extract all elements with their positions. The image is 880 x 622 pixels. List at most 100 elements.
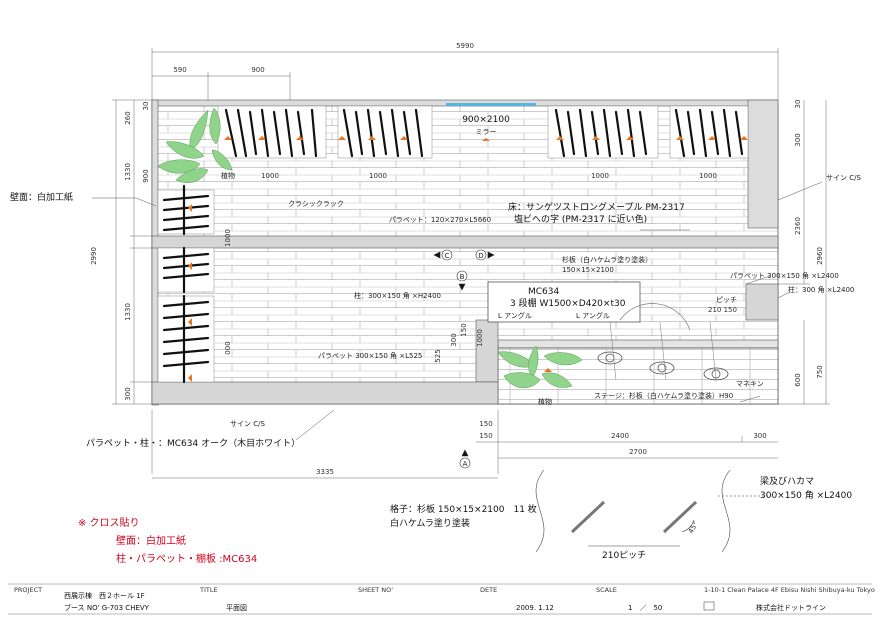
left-wall xyxy=(151,99,159,406)
pitch-label: ピッチ xyxy=(716,296,737,304)
tb-scale-label: SCALE xyxy=(596,586,617,594)
dim-300-right: 300 xyxy=(794,133,802,146)
mirror-size-label: 900×2100 xyxy=(462,115,510,125)
dim-900: 900 xyxy=(251,66,264,74)
column-right xyxy=(745,283,779,321)
notes-column: 柱・パラペット・棚板 :MC634 xyxy=(116,552,257,565)
dim-150-stage: 150 xyxy=(460,323,468,336)
circle-c-label: C xyxy=(445,252,450,260)
lattice-line2-label: 白ハケムラ塗り塗装 xyxy=(390,517,470,529)
tb-project-line1: 西展示棟 西２ホール 1F xyxy=(64,591,145,600)
floor-label-2: 塩ビへの字 (PM-2317 に近い色) xyxy=(514,213,647,225)
sign-bottom-label: サイン C/S xyxy=(230,420,265,428)
dim-mirror-1000c: 1000 xyxy=(591,172,609,180)
shelf-mc634 xyxy=(487,281,641,323)
column-right-label: 柱：300 角 ×L2400 xyxy=(788,285,854,294)
tb-date-label: DETE xyxy=(480,586,497,594)
column-left-label: 柱：300×150 角 ×H2400 xyxy=(354,291,441,300)
dim-mirror-1000d: 1000 xyxy=(699,172,717,180)
tb-date-value: 2009. 1.12 xyxy=(516,604,554,612)
dim-2400: 2400 xyxy=(611,432,629,440)
dim-1000-stage: 1000 xyxy=(476,329,484,347)
circle-b-label: B xyxy=(460,273,465,281)
mirror xyxy=(446,103,536,106)
dim-mirror-1000a: 1000 xyxy=(261,172,279,180)
mannequins xyxy=(597,303,729,381)
lattice-pitch-label: 210ピッチ xyxy=(602,550,646,561)
dim-260: 260 xyxy=(124,111,132,124)
l-angle-right-label: L アングル xyxy=(576,311,610,320)
left-markers xyxy=(188,204,192,382)
tb-project-line2: ブース NO' G-703 CHEVY xyxy=(64,603,150,612)
circle-a-label: A xyxy=(463,460,468,468)
title-block xyxy=(8,583,872,615)
wall-finish-label: 壁面：白加工紙 xyxy=(10,191,73,203)
dim-30-right: 30 xyxy=(794,100,802,109)
dim-900-left: 900 xyxy=(142,169,150,182)
plant-bottom xyxy=(497,345,583,388)
dim-2960: 2960 xyxy=(816,247,824,265)
parapet-right-label: パラペット 300×150 角 ×L2400 xyxy=(730,271,839,280)
plant-top-label: 植物 xyxy=(221,171,235,180)
dim-590: 590 xyxy=(173,66,186,74)
shelf-code-label: MC634 xyxy=(528,287,560,297)
angle-45-label: 45° xyxy=(687,520,700,535)
tb-title-label: TITLE xyxy=(199,586,218,594)
dim-300-right-bottom: 300 xyxy=(753,432,766,440)
mirror-marker xyxy=(482,138,490,141)
dim-300-stage: 300 xyxy=(450,333,458,346)
floor-label-1: 床：サンゲツストロングメープル PM-2317 xyxy=(508,201,685,213)
lattice-detail xyxy=(535,469,772,553)
dim-3335: 3335 xyxy=(316,468,334,476)
lattice-screens-top xyxy=(217,105,749,159)
beam-size-label: 300×150 角 ×L2400 xyxy=(760,489,852,501)
lattice-screens-left xyxy=(157,184,215,384)
dim-750: 750 xyxy=(816,365,824,378)
notes-wall: 壁面：白加工紙 xyxy=(116,534,186,547)
dim-1330-top: 1330 xyxy=(124,163,132,181)
beam-title-label: 梁及びハカマ xyxy=(760,475,814,487)
cedar-board-label: 杉板（白ハケムラ塗り塗装） xyxy=(562,255,652,264)
parapet-short-label: パラペット 300×150 角 ×L525 xyxy=(318,351,422,360)
plant-bottom-label: 植物 xyxy=(538,397,552,406)
lattice-markers xyxy=(224,136,748,140)
notes-title: ※ クロス貼り xyxy=(78,516,140,529)
tb-address: 1-10-1 Clean Palace 4F Ebisu Nishi Shibu… xyxy=(704,586,875,594)
dim-2360: 2360 xyxy=(794,217,802,235)
parapet-long-label: パラペット：120×270×L5660 xyxy=(389,216,491,224)
dim-30-top: 30 xyxy=(142,102,150,111)
dim-150a: 150 xyxy=(479,420,492,428)
tb-company: 株式会社ドットライン xyxy=(756,603,826,612)
company-logo xyxy=(703,601,715,611)
dimension-lines xyxy=(112,48,830,479)
parapet-column-finish-label: パラペット・柱・：MC634 オーク（木目ホワイト） xyxy=(86,437,300,449)
plant-marker xyxy=(544,368,552,372)
dim-5990: 5990 xyxy=(456,42,474,50)
sign-right-label: サイン C/S xyxy=(826,174,861,182)
dim-1000-left: 1000 xyxy=(224,229,232,247)
dim-600: 600 xyxy=(794,373,802,386)
dim-300-bottom: 300 xyxy=(124,387,132,400)
shelf-desc-label: 3 段棚 W1500×D420×t30 xyxy=(510,297,626,309)
tb-sheet-label: SHEET NO' xyxy=(358,586,393,594)
mirror-label: ミラー xyxy=(476,128,497,136)
classic-rack-label: クラシックラック xyxy=(288,200,344,208)
tb-sheet-value: 1 ／ 50 xyxy=(628,604,662,612)
dim-2990: 2990 xyxy=(90,247,98,265)
dim-pitch-values: 210 150 xyxy=(708,306,737,314)
mannequin-label: マネキン xyxy=(736,380,764,388)
tb-project-label: PROJECT xyxy=(14,586,42,594)
l-angle-left-label: L アングル xyxy=(498,311,532,320)
dim-000-left: 000 xyxy=(224,341,232,354)
stage-label: ステージ：杉板（白ハケムラ塗り塗装）H90 xyxy=(594,391,733,400)
dim-150b: 150 xyxy=(479,432,492,440)
cedar-size-label: 150×15×2100 xyxy=(562,266,614,274)
circle-d-label: D xyxy=(478,252,483,260)
right-wall xyxy=(747,99,779,229)
plant-top xyxy=(157,107,233,183)
leader-lines xyxy=(92,181,823,441)
lattice-line1-label: 格子：杉板 150×15×2100 11 枚 xyxy=(390,503,537,515)
tb-title-value: 平面図 xyxy=(226,604,247,612)
dim-525: 525 xyxy=(434,349,442,362)
